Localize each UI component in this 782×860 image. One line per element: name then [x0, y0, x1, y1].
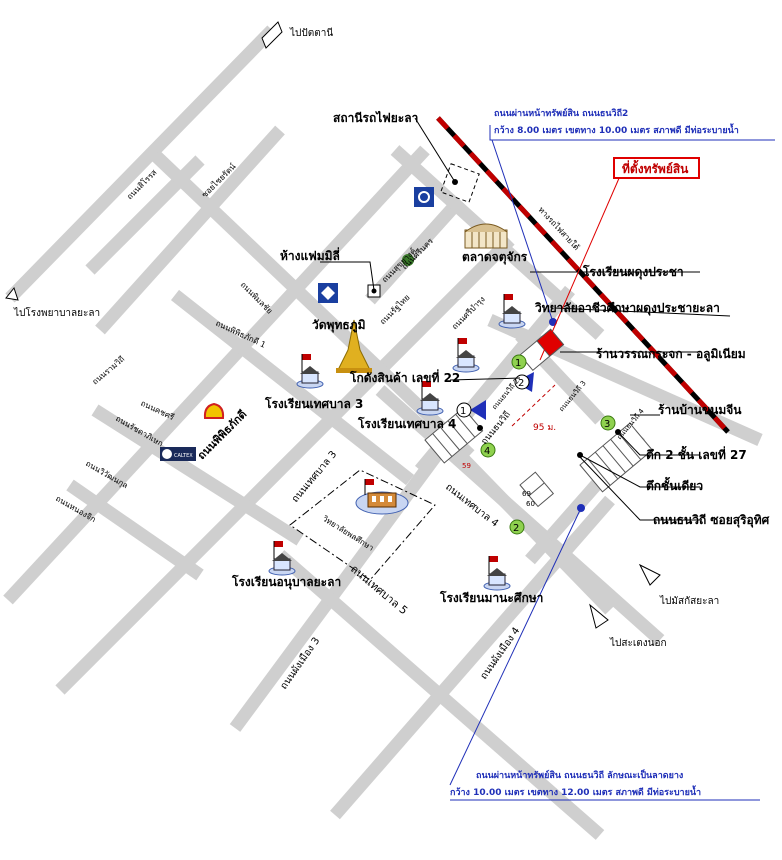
- marker-1: 1: [460, 406, 466, 417]
- arrow-hospital-icon: [5, 286, 19, 301]
- college-boundary: [289, 469, 436, 581]
- label-thanawithi-road: ถนนธนวิถี ซอยสุริอุทิศ: [653, 513, 770, 528]
- label-to-pattani: ไปปัตตานี: [289, 27, 333, 39]
- marker-2: 2: [518, 378, 524, 389]
- school-icon: [296, 354, 324, 389]
- distance-line: [511, 384, 556, 427]
- road-tesaban3-diag: [229, 406, 476, 732]
- road-to-pattani: [5, 25, 277, 303]
- school-icon: [452, 338, 480, 373]
- family-mart-dot: [371, 288, 377, 294]
- caltex-text: CALTEX: [174, 453, 193, 459]
- label-school-tesaban4: โรงเรียนเทศบาล 4: [357, 416, 456, 431]
- label-building-2floor: ตึก 2 ชั้น เลขที่ 27: [646, 445, 747, 462]
- market-icon: [464, 223, 508, 249]
- road-rammeet: [91, 404, 304, 546]
- label-family-mart: ห้างแฟมมิลี่: [280, 247, 340, 263]
- school-icon: [268, 541, 296, 576]
- label-school-tesaban3: โรงเรียนเทศบาล 3: [264, 396, 363, 411]
- bottom-callout-line2: กว้าง 10.00 เมตร เขตทาง 12.00 เมตร สภาพด…: [450, 785, 701, 798]
- label-manasuksa: โรงเรียนมานะศึกษา: [439, 590, 543, 605]
- top-callout-line1: ถนนผ่านหน้าทรัพย์สิน ถนนธนวิถี2: [494, 107, 628, 119]
- property-callout-box: [613, 157, 700, 179]
- road-label-ratthai: ถนนรัฐไทย: [378, 293, 412, 327]
- label-market: ตลาดจตุจักร: [462, 250, 528, 265]
- green-bank-icon: [402, 254, 414, 266]
- school-icon: [416, 381, 444, 416]
- label-glass-shop: ร้านวรรณกระจก - อลูมิเนียม: [596, 347, 746, 362]
- lot-60: 60: [526, 500, 535, 508]
- road-label-rammeet: ถนนรามวิถี: [91, 354, 127, 386]
- leader-lines: [320, 117, 775, 801]
- road-network: [3, 25, 763, 840]
- label-station: สถานีรถไฟยะลา: [333, 110, 418, 125]
- top-callout-line2: กว้าง 8.00 เมตร เขตทาง 10.00 เมตร สภาพดี…: [494, 123, 739, 136]
- road-wiwat: [66, 479, 204, 581]
- scb-diamond-icon: [321, 286, 335, 300]
- label-shop-khanomjeen: ร้านบ้านขนมจีน: [658, 403, 742, 417]
- school-icon: [483, 556, 511, 591]
- road-chaiwat: [95, 125, 285, 335]
- marker-4: 4: [484, 446, 490, 457]
- label-to-mattak: ไปมัสกัสยะลา: [659, 595, 719, 607]
- lot-59: 59: [462, 462, 471, 470]
- road-label-tesaban5: ถนนเทศบาล 5: [348, 562, 410, 617]
- lot-blocks: 69 60 59: [424, 328, 653, 508]
- distance-label: 95 ม.: [533, 423, 556, 433]
- road-tesaban5: [275, 550, 605, 840]
- marker-1-green: 1: [515, 358, 521, 369]
- road-to-sadao: [445, 440, 615, 615]
- arrow-mattak-icon: [638, 563, 661, 586]
- pagoda-icon: [336, 319, 372, 373]
- road-srinakorn: [365, 195, 465, 305]
- lot-69: 69: [522, 490, 531, 498]
- label-to-hospital: ไปโรงพยาบาลยะลา: [13, 306, 100, 319]
- label-school-padung: โรงเรียนผดุงประชา: [582, 264, 684, 280]
- marker-3: 3: [604, 419, 610, 430]
- bottom-callout-line1: ถนนผ่านหน้าทรัพย์สิน ถนนธนวิถี ลักษณะเป็…: [476, 768, 683, 781]
- road-label-pimolchai: ถนนพิมลชัย: [239, 280, 275, 316]
- road-pipit: [55, 235, 515, 695]
- road-sukhayang: [170, 289, 415, 486]
- caltex-logo-icon: CALTEX: [160, 447, 196, 461]
- label-to-sadao: ไปสะเตงนอก: [609, 637, 667, 649]
- label-technical-college: วิทยาลัยพลศึกษา: [321, 514, 376, 553]
- arrow-pattani-icon: [261, 21, 283, 49]
- road-main-ne-sw: [3, 145, 430, 605]
- marker-2-green: 2: [513, 523, 519, 534]
- road-pimolchai: [150, 150, 475, 460]
- road-label-kotchasan: ถนนคชศรี: [139, 399, 176, 423]
- college-building-icon: [355, 479, 409, 515]
- shell-logo-icon: [203, 402, 225, 419]
- label-warehouse: โกดังสินค้า เลขที่ 22: [349, 369, 460, 385]
- label-college: วิทยาลัยอาชีวศึกษาผดุงประชายะลา: [535, 301, 720, 316]
- arrow-sadao-icon: [589, 603, 609, 629]
- label-building-1floor: ตึกชั้นเดียว: [646, 476, 703, 493]
- numbered-markers: 1 1 2 2 3 4: [456, 354, 616, 535]
- property-callout-label: ที่ตั้งทรัพย์สิน: [622, 159, 689, 176]
- bank-logo-icon: [418, 191, 430, 203]
- school-icon: [498, 294, 526, 329]
- bank-logo-icon: [414, 187, 434, 207]
- property-marker-1-icon: [470, 400, 486, 420]
- railway: [436, 116, 730, 434]
- direction-arrows: [5, 21, 661, 629]
- label-wat: วัดพุทธภูมิ: [312, 318, 366, 333]
- label-kindergarten: โรงเรียนอนุบาลยะลา: [231, 574, 341, 590]
- property-lot: [536, 328, 565, 357]
- school-icons: [268, 294, 526, 591]
